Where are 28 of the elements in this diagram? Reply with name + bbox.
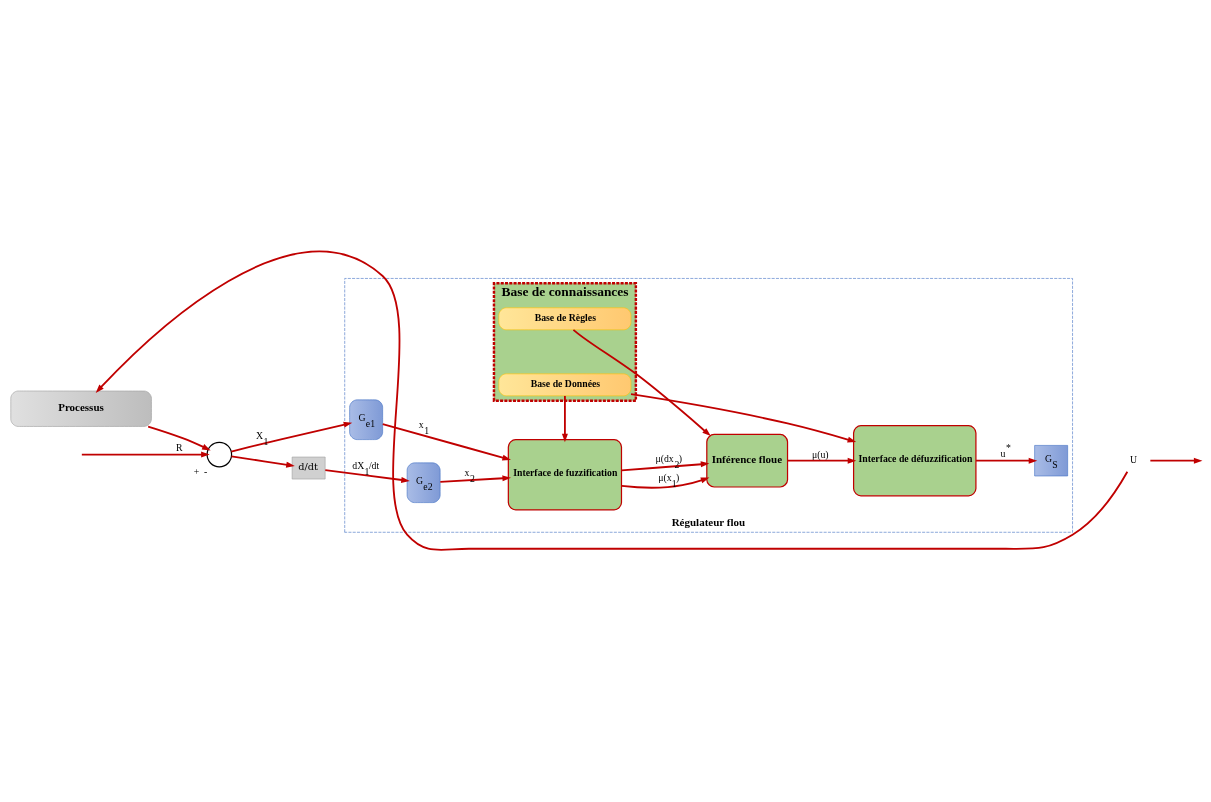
arrow — [95, 251, 1129, 551]
arrow — [620, 477, 710, 489]
node-box: Processus — [10, 390, 152, 427]
node-box: Base de Données — [498, 373, 632, 397]
arrow — [786, 457, 857, 464]
arrow — [230, 455, 295, 468]
node-box: Interface de fuzzification — [507, 439, 623, 511]
arrow — [439, 475, 511, 483]
edge-label: μ(u) — [812, 448, 829, 460]
node-label: + - — [193, 465, 208, 477]
node-circle — [206, 441, 233, 468]
arrow — [147, 425, 211, 451]
arrow — [80, 451, 210, 458]
arrow — [561, 395, 568, 443]
arrow — [630, 393, 857, 443]
arrow — [975, 457, 1038, 464]
arrow — [1149, 457, 1203, 464]
arrow — [324, 469, 410, 483]
node-box: Interface de défuzzification — [853, 424, 977, 497]
arrow — [620, 461, 710, 472]
node-box: Base de Règles — [498, 307, 632, 331]
arrow — [381, 423, 511, 461]
node-box: d/dt — [291, 456, 326, 480]
arrow — [572, 328, 711, 436]
node-box: Inférence floue — [706, 433, 789, 488]
node-text: U — [1130, 454, 1138, 466]
arrow — [230, 421, 353, 453]
edge-label: R — [175, 442, 183, 454]
